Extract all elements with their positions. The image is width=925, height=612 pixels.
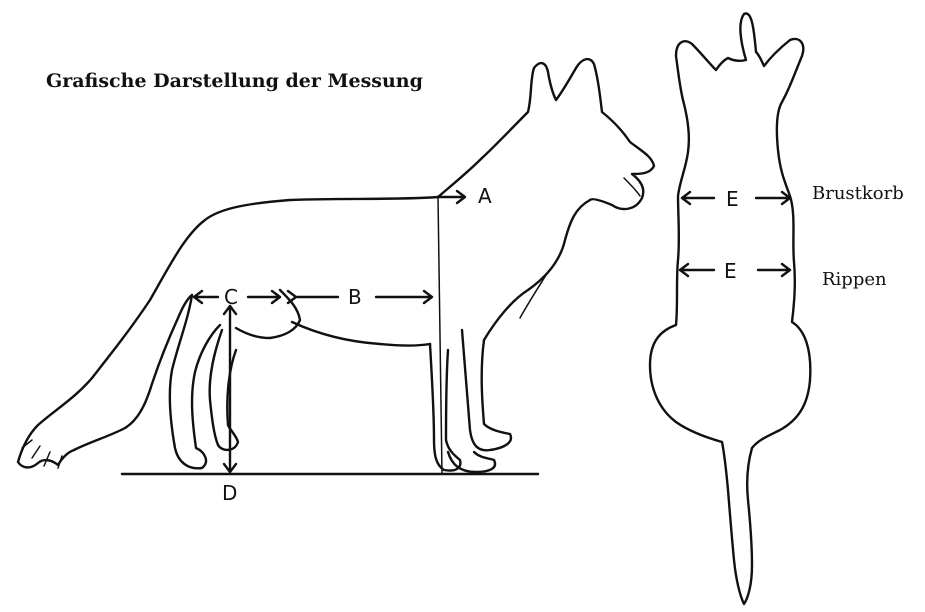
thigh-curve — [234, 288, 302, 340]
marker-e-chest: E — [726, 187, 739, 211]
tail-underside — [72, 293, 194, 452]
marker-c: C — [224, 285, 238, 309]
belly-line — [290, 320, 432, 347]
tail-fur — [21, 439, 63, 469]
measure-c-arrow — [192, 289, 282, 305]
measure-height-line — [437, 196, 443, 475]
marker-e-ribs: E — [724, 259, 737, 283]
measure-e-ribs-arrow — [678, 262, 792, 278]
label-ribs: Rippen — [822, 269, 887, 290]
top-view-outline — [648, 12, 812, 606]
measure-b-arrow — [286, 289, 434, 305]
dog-side-view: A B C D — [16, 57, 656, 505]
label-chest: Brustkorb — [812, 183, 904, 204]
chest-outline — [482, 198, 592, 342]
front-leg-far — [460, 328, 513, 452]
marker-a: A — [478, 184, 492, 208]
measure-leg-line — [222, 304, 238, 474]
mouth-line — [623, 177, 641, 197]
diagram-title: Grafische Darstellung der Messung — [46, 70, 423, 92]
marker-d: D — [222, 481, 237, 505]
measure-e-chest-arrow — [680, 190, 792, 206]
dog-back-outline — [16, 195, 440, 469]
front-paw — [446, 450, 497, 474]
shoulder-line — [519, 271, 549, 319]
marker-b: B — [348, 285, 362, 309]
front-leg — [428, 342, 462, 472]
neck-and-head — [436, 57, 656, 211]
rear-leg-inner — [208, 328, 240, 452]
measure-a-arrow — [436, 189, 467, 205]
dog-top-view: E E — [648, 12, 812, 606]
rear-leg — [168, 293, 222, 470]
